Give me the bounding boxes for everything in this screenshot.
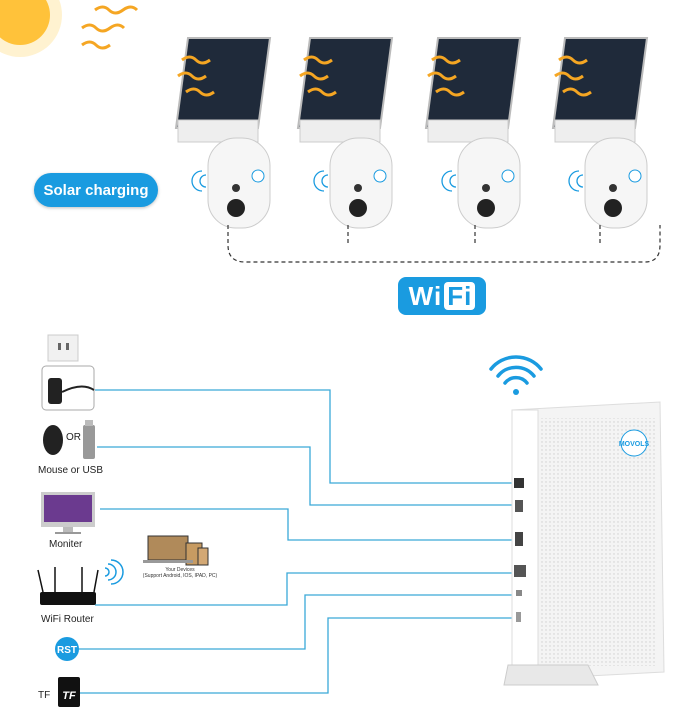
wifi-badge-wi: Wi (408, 280, 443, 311)
lan-line (95, 572, 518, 606)
solar-panel (424, 37, 522, 129)
svg-text:RST: RST (57, 645, 77, 656)
nvr-wifi-signal-icon (489, 355, 543, 395)
usb-line (97, 446, 518, 506)
sun-icon (0, 0, 62, 57)
solar-camera-3 (424, 37, 522, 229)
power-line (95, 389, 518, 484)
mouse-or-usb-label: Mouse or USB (38, 465, 104, 476)
mount-bracket (554, 119, 636, 143)
nvr-device (503, 401, 665, 686)
camera-body (584, 137, 648, 229)
camera-lens (349, 199, 367, 217)
connection-lines (78, 389, 518, 694)
power-adapter-icon (41, 365, 95, 411)
camera-wifi-icon (313, 170, 329, 192)
mount-bracket (427, 119, 509, 143)
tf-card-icon: TF (58, 677, 80, 707)
camera-lens (604, 199, 622, 217)
tf-line (78, 617, 518, 694)
camera-logo-icon (251, 169, 265, 183)
router-icon (37, 567, 99, 605)
devices-icon (143, 535, 209, 566)
your-devices-caption: Your Devices (Support Android, IOS, IPAD… (125, 567, 235, 579)
router-wifi-signal-icon (104, 559, 124, 585)
rst-line (78, 594, 518, 650)
monitor-label: Moniter (49, 539, 83, 550)
rst-button-icon: RST (55, 637, 79, 661)
camera-sensor (232, 184, 240, 192)
sun-arrows-icon (299, 55, 337, 97)
solar-camera-4 (551, 37, 649, 229)
camera-logo-icon (628, 169, 642, 183)
solar-panel (296, 37, 394, 129)
nvr-brand-logo: MOVOLS (619, 441, 650, 448)
mount-bracket (177, 119, 259, 143)
hdmi-line (100, 508, 518, 541)
wifi-badge-fi: Fi (444, 282, 476, 310)
monitor-icon (41, 492, 95, 534)
camera-network-line (227, 225, 661, 263)
camera-logo-icon (373, 169, 387, 183)
camera-lens (227, 199, 245, 217)
sun-arrows-icon (554, 55, 592, 97)
sun-arrows-icon (177, 55, 215, 97)
your-devices-title: Your Devices (165, 567, 195, 573)
or-label: OR (66, 432, 81, 443)
camera-body (329, 137, 393, 229)
mount-bracket (299, 119, 381, 143)
wifi-router-label: WiFi Router (41, 614, 94, 625)
solar-panel (551, 37, 649, 129)
camera-body (207, 137, 271, 229)
mouse-icon (43, 425, 63, 455)
solar-panel (174, 37, 272, 129)
your-devices-support: (Support Android, IOS, IPAD, PC) (142, 573, 218, 579)
camera-wifi-icon (191, 170, 207, 192)
camera-logo-icon (501, 169, 515, 183)
solar-charging-badge: Solar charging (34, 173, 158, 207)
solar-camera-1 (174, 37, 272, 229)
camera-sensor (609, 184, 617, 192)
camera-body (457, 137, 521, 229)
camera-sensor (482, 184, 490, 192)
camera-wifi-icon (568, 170, 584, 192)
svg-text:TF: TF (62, 690, 76, 702)
usb-stick-icon (83, 420, 95, 459)
sun-rays-icon (81, 5, 139, 50)
camera-sensor (354, 184, 362, 192)
tf-label: TF (38, 690, 51, 701)
solar-camera-2 (296, 37, 394, 229)
sun-arrows-icon (427, 55, 465, 97)
camera-wifi-icon (441, 170, 457, 192)
camera-lens (477, 199, 495, 217)
power-outlet-icon (47, 334, 79, 362)
